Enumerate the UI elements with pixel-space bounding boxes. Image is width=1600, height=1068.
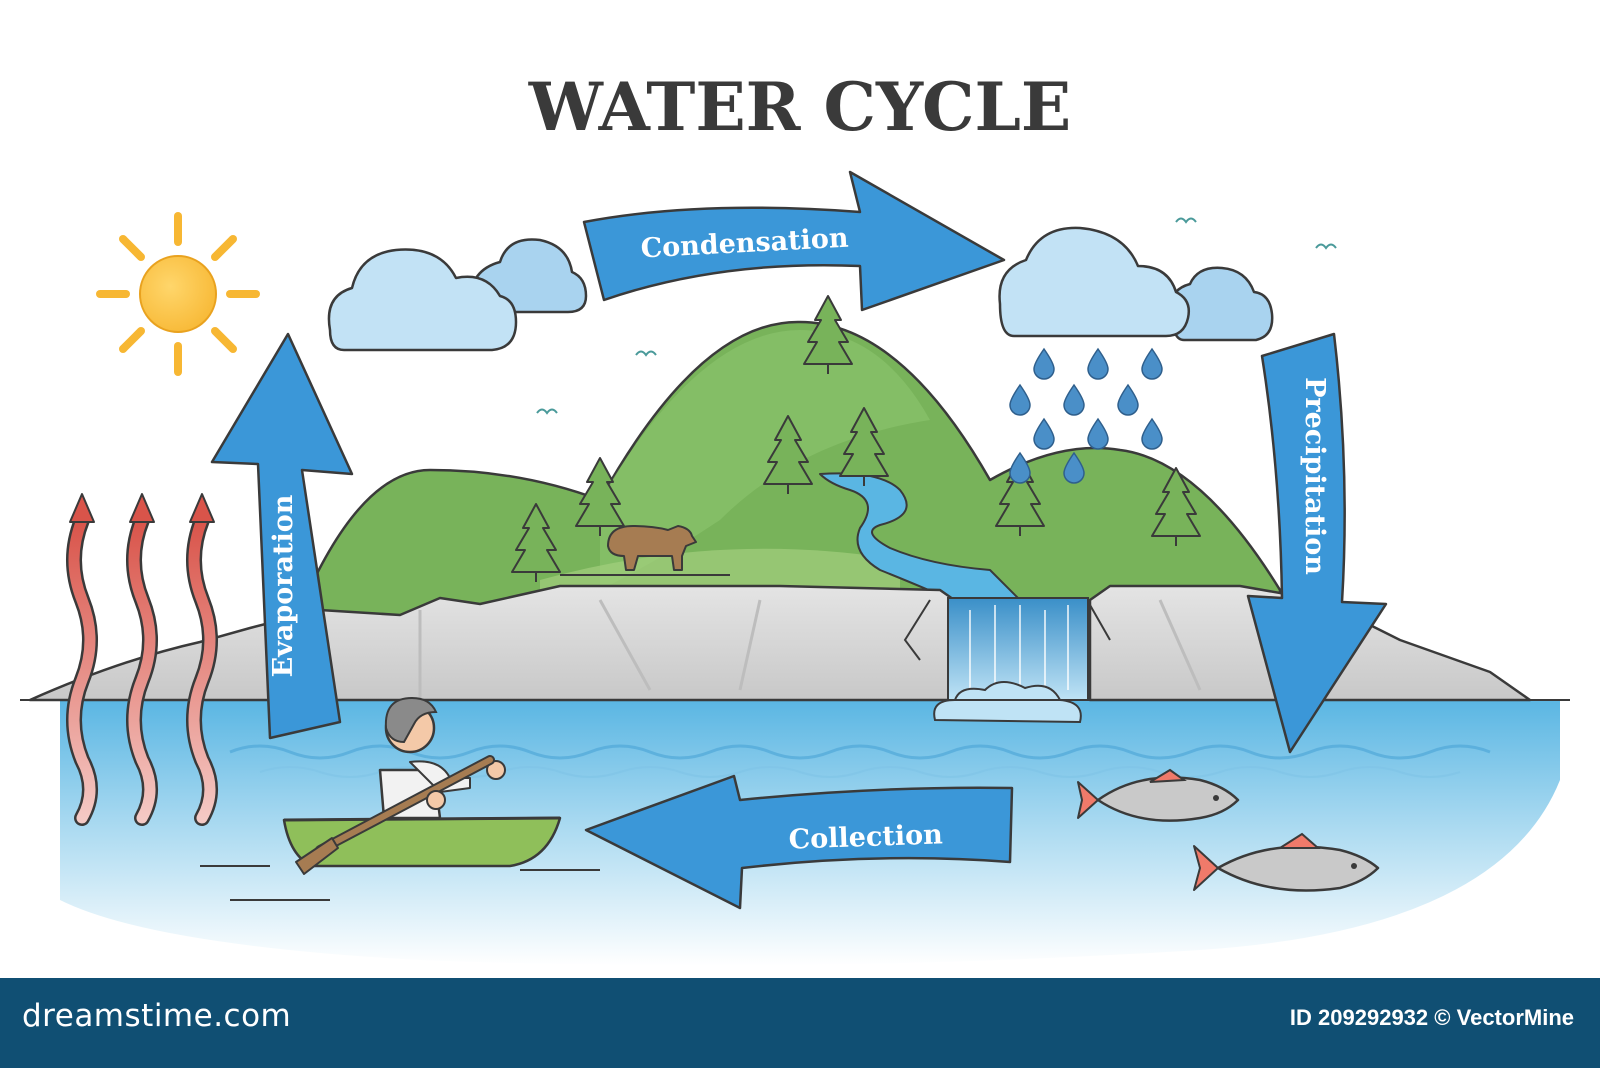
evaporation-label: Evaporation: [268, 494, 299, 677]
waterfall: [933, 597, 1089, 724]
evaporation-arrow: Evaporation: [210, 332, 354, 740]
cloud-icon: [998, 226, 1274, 342]
author-name: VectorMine: [1456, 1005, 1574, 1030]
collection-arrow: Collection: [584, 774, 1014, 910]
image-id: ID 209292932: [1289, 1005, 1429, 1030]
sun-icon: [96, 212, 260, 376]
person-icon: [295, 696, 506, 875]
precipitation-label: Precipitation: [1299, 377, 1330, 575]
fish-icon: [1077, 768, 1240, 822]
cloud-icon: [327, 238, 588, 352]
river: [819, 472, 1021, 605]
fish-icon: [1193, 832, 1380, 892]
copyright-icon: ©: [1434, 1005, 1451, 1030]
footer-bar: dreamstime.com ID 209292932 © VectorMine: [0, 978, 1600, 1068]
bear-icon: [607, 525, 697, 571]
heat-wave-icon: [66, 493, 218, 826]
brand-text: dreamstime.com: [22, 998, 292, 1034]
image-credit: ID 209292932 © VectorMine: [1290, 1005, 1574, 1031]
diagram-title: WATER CYCLE: [528, 68, 1071, 146]
condensation-arrow: Condensation: [582, 170, 1006, 312]
collection-label: Collection: [788, 819, 943, 855]
scene: Evaporation Condensation Precipitation C…: [20, 68, 1570, 966]
precipitation-arrow: Precipitation: [1246, 332, 1388, 754]
